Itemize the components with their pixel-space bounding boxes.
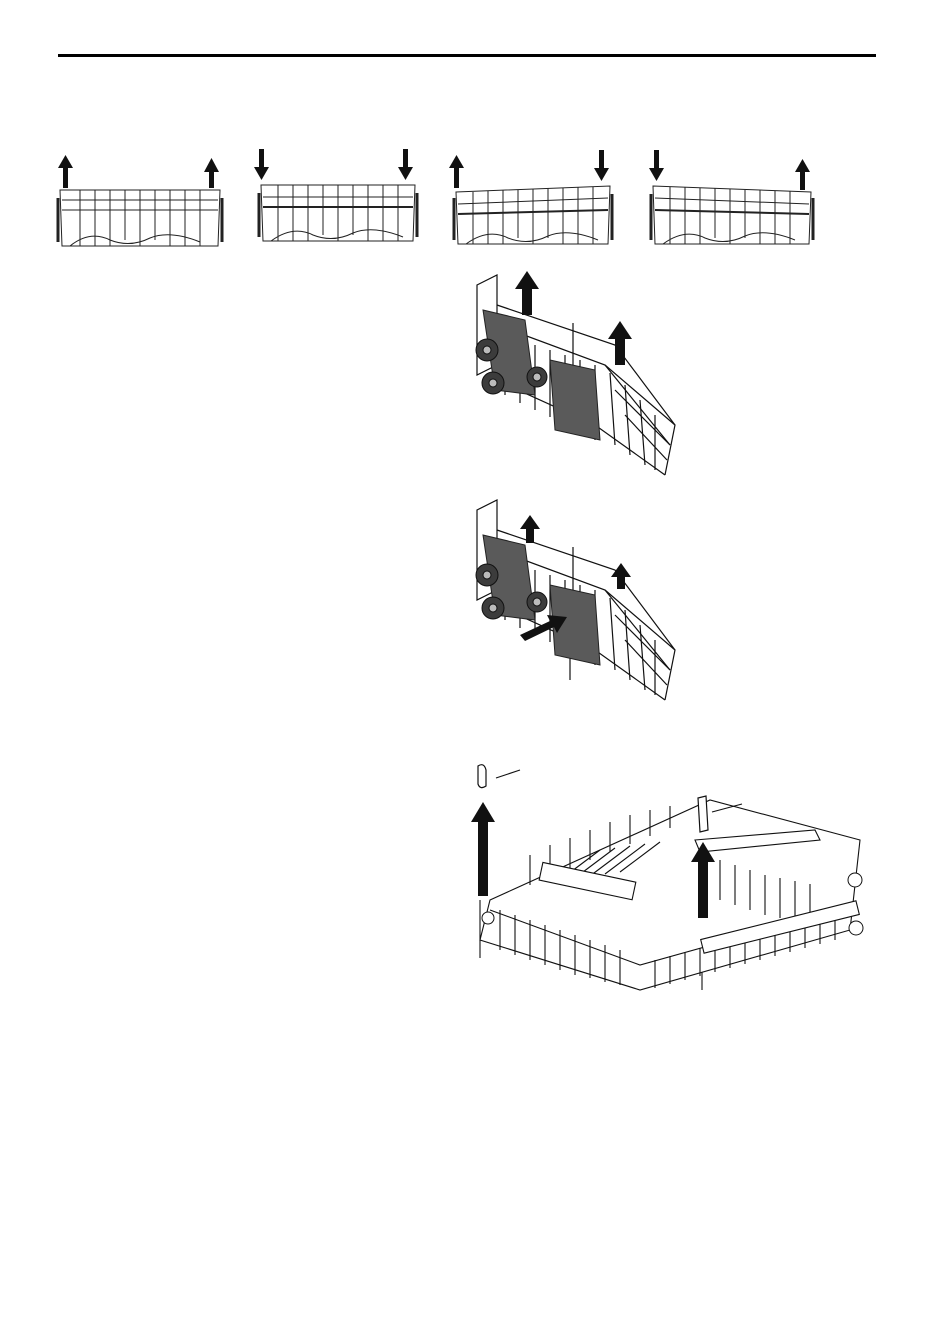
- rack-adjuster-press-illustration: [455, 485, 695, 705]
- header-rule: [58, 54, 876, 57]
- arrow-up-icon: [691, 842, 715, 918]
- arrow-down-icon: [398, 149, 413, 180]
- arrow-up-icon: [204, 158, 219, 188]
- rack-diagram-both-up: [50, 150, 230, 250]
- upper-rack-stop-removal-illustration: [470, 760, 870, 1000]
- arrow-up-icon: [515, 271, 539, 315]
- arrow-down-icon: [254, 149, 269, 180]
- arrow-down-icon: [594, 150, 609, 181]
- arrow-up-icon: [58, 155, 73, 188]
- arrow-up-icon: [608, 321, 632, 365]
- rack-diagram-both-down: [253, 145, 423, 245]
- rack-diagram-left-down-right-up: [645, 148, 820, 248]
- rack-adjuster-lift-illustration: [455, 265, 695, 485]
- arrow-up-icon: [471, 802, 495, 896]
- rack-diagram-left-up-right-down: [448, 148, 618, 248]
- arrow-down-icon: [649, 150, 664, 181]
- rack-stop-clip: [478, 765, 708, 832]
- arrow-up-icon: [795, 159, 810, 190]
- arrow-up-icon: [449, 155, 464, 188]
- arrow-up-icon: [611, 563, 631, 589]
